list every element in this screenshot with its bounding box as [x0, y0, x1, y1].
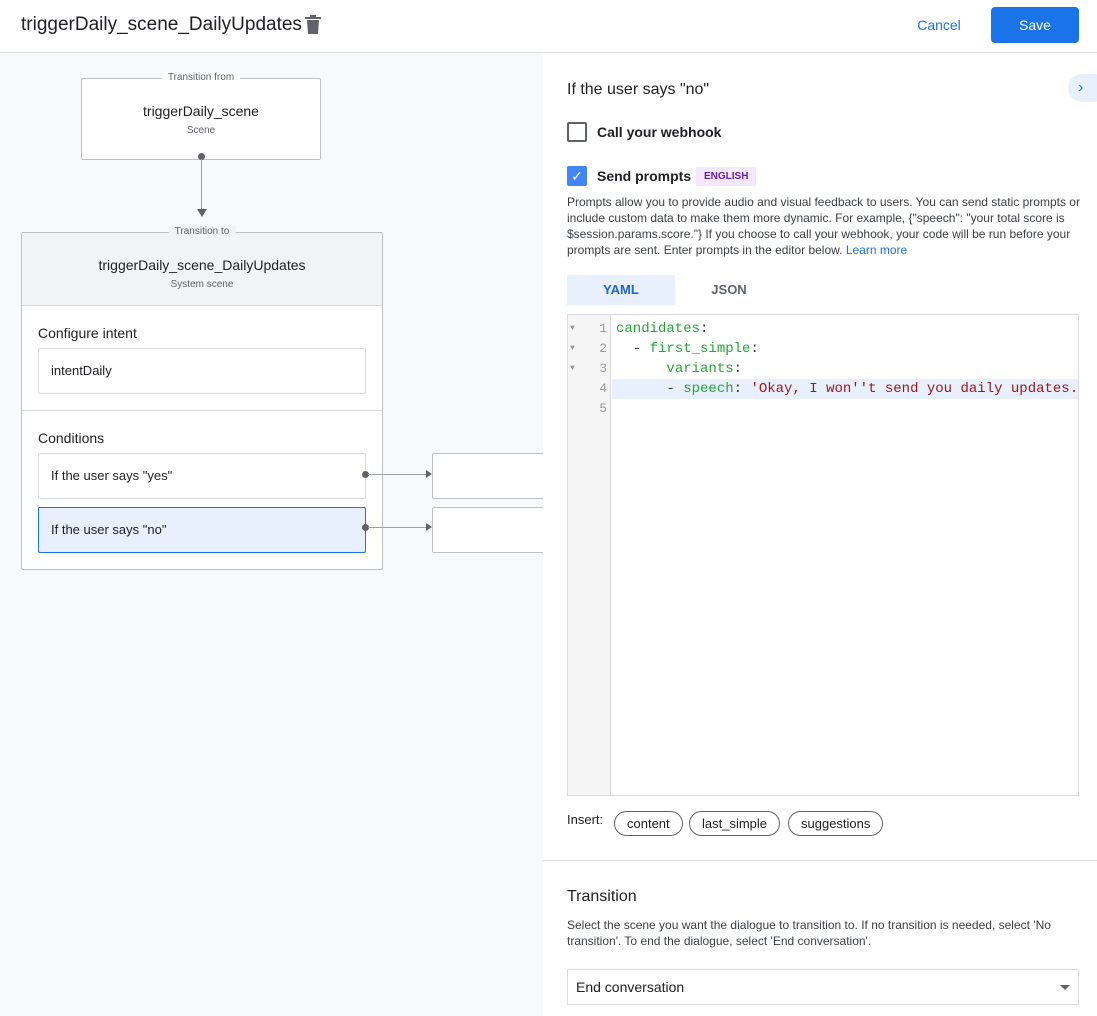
condition-no[interactable]: If the user says "no" [38, 507, 366, 553]
dropdown-arrow-icon [1060, 985, 1070, 990]
condition-yes[interactable]: If the user says "yes" [38, 453, 366, 499]
code-line: candidates: [612, 319, 1078, 339]
divider [543, 860, 1097, 861]
tab-json[interactable]: JSON [675, 275, 783, 305]
prompts-label: Send prompts [597, 168, 691, 184]
transition-to-node: Transition to triggerDaily_scene_DailyUp… [21, 232, 383, 570]
webhook-label: Call your webhook [597, 124, 721, 140]
line-number: 3 [599, 359, 607, 379]
fold-icon[interactable]: ▼ [570, 319, 575, 339]
prompts-description: Prompts allow you to provide audio and v… [567, 194, 1087, 258]
scene-canvas: Transition from triggerDaily_scene Scene… [0, 54, 543, 1016]
save-button[interactable]: Save [991, 7, 1079, 43]
prompts-checkbox[interactable]: ✓ [567, 166, 587, 186]
chevron-right-icon[interactable]: › [1068, 74, 1097, 102]
line-number: 1 [599, 319, 607, 339]
node-type: System scene [22, 279, 382, 290]
node-name: triggerDaily_scene [82, 103, 320, 119]
code-line: - speech: 'Okay, I won''t send you daily… [612, 379, 1078, 399]
chip-suggestions[interactable]: suggestions [788, 811, 883, 836]
line-number: 2 [599, 339, 607, 359]
conditions-heading: Conditions [38, 430, 382, 446]
node-label: Transition to [169, 226, 236, 237]
cancel-button[interactable]: Cancel [904, 8, 974, 42]
code-line: - first_simple: [612, 339, 1078, 359]
page-title: triggerDaily_scene_DailyUpdates [21, 14, 302, 36]
node-type: Scene [82, 125, 320, 136]
code-line: variants: [612, 359, 1078, 379]
details-panel: › If the user says "no" Call your webhoo… [543, 54, 1097, 1016]
insert-label: Insert: [567, 812, 603, 827]
panel-title: If the user says "no" [567, 81, 709, 99]
intent-box[interactable]: intentDaily [38, 348, 366, 394]
transition-value: End conversation [576, 979, 684, 995]
node-name: triggerDaily_scene_DailyUpdates [22, 257, 382, 273]
webhook-checkbox[interactable] [567, 122, 587, 142]
transition-select[interactable]: End conversation [567, 969, 1079, 1005]
transition-description: Select the scene you want the dialogue t… [567, 917, 1087, 949]
transition-from-node[interactable]: Transition from triggerDaily_scene Scene [81, 78, 321, 160]
language-badge: ENGLISH [696, 167, 756, 186]
learn-more-link[interactable]: Learn more [846, 243, 907, 257]
line-number: 4 [599, 379, 607, 399]
tab-yaml[interactable]: YAML [567, 275, 675, 305]
connector-line [368, 527, 428, 528]
target-node-no[interactable] [432, 507, 543, 553]
fold-icon[interactable]: ▼ [570, 359, 575, 379]
arrow-down-icon [197, 209, 207, 217]
description-text: Prompts allow you to provide audio and v… [567, 195, 1080, 257]
fold-icon[interactable]: ▼ [570, 339, 575, 359]
target-node-yes[interactable] [432, 453, 543, 499]
trash-icon[interactable] [305, 15, 321, 34]
chip-last-simple[interactable]: last_simple [689, 811, 780, 836]
line-number: 5 [599, 399, 607, 419]
connector-line [201, 159, 202, 209]
code-editor[interactable]: ▼ 1 ▼ 2 ▼ 3 4 5 candidates: - first_simple:… [567, 314, 1079, 796]
chip-content[interactable]: content [614, 811, 683, 836]
top-bar: triggerDaily_scene_DailyUpdates Cancel S… [0, 0, 1097, 53]
node-label: Transition from [162, 72, 240, 83]
intent-heading: Configure intent [38, 325, 382, 341]
transition-heading: Transition [567, 888, 637, 906]
editor-gutter: ▼ 1 ▼ 2 ▼ 3 4 5 [568, 315, 611, 795]
connector-line [368, 474, 428, 475]
